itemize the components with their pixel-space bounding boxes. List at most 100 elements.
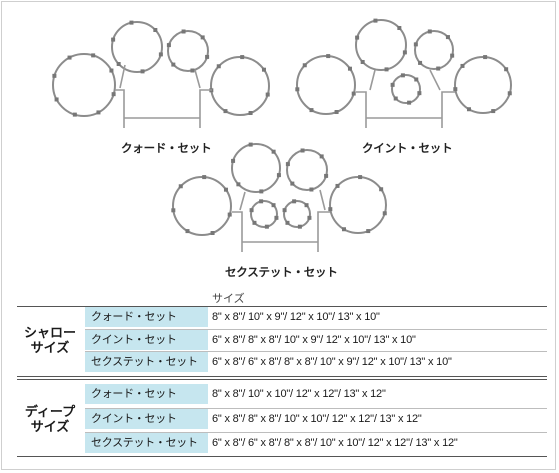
group-label-line: ディープ bbox=[24, 404, 76, 419]
drum-lug bbox=[261, 67, 266, 72]
drum-lug bbox=[402, 50, 407, 55]
drum-lug bbox=[185, 229, 190, 234]
drum-lug bbox=[290, 181, 295, 186]
group-label-line: シャロー bbox=[23, 325, 76, 340]
drum-lug bbox=[96, 110, 101, 115]
sext-drum-13 bbox=[172, 176, 232, 236]
drum-lug bbox=[445, 35, 450, 40]
table-row: クォード・セット 8" x 8"/ 10" x 9"/ 12" x 10"/ 1… bbox=[85, 307, 547, 327]
drum-lug bbox=[271, 203, 276, 208]
drum-lug bbox=[393, 96, 398, 101]
drum-lug bbox=[355, 35, 360, 40]
shallow-size-label: シャロー サイズ bbox=[17, 307, 83, 373]
quint-drum-10 bbox=[414, 30, 454, 70]
drum-lug bbox=[407, 100, 412, 105]
drum-lug bbox=[129, 20, 134, 25]
drum-lug bbox=[351, 91, 356, 96]
drum-lug bbox=[328, 207, 333, 212]
drum-lug bbox=[223, 109, 228, 114]
drum-lug bbox=[297, 224, 302, 229]
drum-lug bbox=[319, 154, 324, 159]
drum-set-diagrams bbox=[52, 18, 512, 252]
group-separator bbox=[17, 379, 547, 380]
drum-lug bbox=[178, 184, 183, 189]
drum-lug bbox=[292, 199, 297, 204]
group-label-line: サイズ bbox=[30, 340, 70, 355]
table-row: セクステット・セット 6" x 8"/ 6" x 8"/ 8" x 8"/ 10… bbox=[85, 432, 547, 453]
drum-lug bbox=[427, 29, 432, 34]
drum-lug bbox=[259, 199, 264, 204]
drum-lug bbox=[300, 148, 305, 153]
drum-lug bbox=[227, 212, 232, 217]
drum-lug bbox=[210, 231, 215, 236]
drum-lug bbox=[460, 63, 465, 68]
drum-lug bbox=[414, 77, 419, 82]
sext-rack bbox=[232, 189, 330, 252]
drum-lug bbox=[140, 69, 145, 74]
drum-lug bbox=[54, 97, 59, 102]
drum-lug bbox=[366, 229, 371, 234]
set-name-cell: クォード・セット bbox=[85, 307, 208, 327]
group-separator bbox=[17, 376, 547, 377]
drum-lug bbox=[116, 61, 121, 66]
sext-drum-8 bbox=[329, 176, 387, 234]
drum-lug bbox=[282, 208, 287, 213]
drum-lug bbox=[360, 59, 365, 64]
sizes-cell: 6" x 8"/ 8" x 8"/ 10" x 10"/ 12" x 12"/ … bbox=[212, 413, 422, 425]
set-name-cell: クイント・セット bbox=[85, 409, 208, 429]
table-top-rule bbox=[17, 306, 547, 307]
quad-rack bbox=[115, 64, 212, 128]
drum-lug bbox=[52, 73, 57, 78]
sizes-cell: 8" x 8"/ 10" x 9"/ 12" x 10"/ 13" x 10" bbox=[212, 311, 380, 323]
sizes-cell: 6" x 8"/ 6" x 8"/ 8" x 8"/ 10" x 9"/ 12"… bbox=[212, 356, 452, 368]
group-label-line: サイズ bbox=[30, 419, 70, 434]
drum-lug bbox=[248, 111, 253, 116]
quad-drum-12 bbox=[111, 21, 163, 73]
drum-lug bbox=[347, 66, 352, 71]
drum-lug bbox=[450, 53, 455, 58]
table-row: クイント・セット 6" x 8"/ 8" x 8"/ 10" x 9"/ 12"… bbox=[85, 329, 547, 350]
sext-drum-6b bbox=[283, 200, 311, 228]
drum-lug bbox=[358, 175, 363, 180]
drum-lug bbox=[111, 92, 116, 97]
drum-lug bbox=[309, 108, 314, 113]
drum-lug bbox=[304, 203, 309, 208]
sizes-cell: 6" x 8"/ 6" x 8"/ 8" x 8"/ 10" x 10"/ 12… bbox=[212, 437, 458, 449]
drum-lug bbox=[205, 54, 210, 59]
drum-lug bbox=[483, 55, 488, 60]
drum-lug bbox=[335, 183, 340, 188]
drum-lug bbox=[216, 64, 221, 69]
drum-lug bbox=[400, 73, 405, 78]
drum-lug bbox=[265, 92, 270, 97]
set-name-cell: セクステット・セット bbox=[85, 352, 208, 372]
drum-lug bbox=[249, 208, 254, 213]
drum-lug bbox=[109, 68, 114, 73]
drum-lug bbox=[382, 211, 387, 216]
quint-drum-8 bbox=[454, 56, 512, 114]
drum-lug bbox=[171, 208, 176, 213]
drum-lug bbox=[91, 53, 96, 58]
drum-lug bbox=[171, 62, 176, 67]
drum-lug bbox=[379, 187, 384, 192]
shallow-size-group: シャロー サイズ クォード・セット 8" x 8"/ 10" x 9"/ 12"… bbox=[17, 307, 547, 373]
quint-rack bbox=[356, 69, 455, 128]
drum-lug bbox=[236, 182, 241, 187]
set-name-cell: セクステット・セット bbox=[85, 433, 208, 453]
drum-lug bbox=[436, 66, 441, 71]
set-name-cell: クォード・セット bbox=[85, 384, 208, 404]
drum-lug bbox=[276, 173, 281, 178]
drum-lug bbox=[504, 67, 509, 72]
drum-lug bbox=[397, 26, 402, 31]
drum-lug bbox=[491, 109, 496, 114]
drum-lug bbox=[158, 52, 163, 57]
drum-lug bbox=[190, 68, 195, 73]
quad-set-label: クォード・セット bbox=[121, 143, 212, 155]
table-bottom-rule bbox=[17, 456, 547, 457]
sext-drum-6a bbox=[250, 200, 278, 228]
drum-lug bbox=[240, 55, 245, 60]
drum-lug bbox=[274, 215, 279, 220]
set-name-cell: クイント・セット bbox=[85, 330, 208, 350]
drum-lug bbox=[326, 54, 331, 59]
drum-lug bbox=[418, 60, 423, 65]
drum-lug bbox=[417, 91, 422, 96]
